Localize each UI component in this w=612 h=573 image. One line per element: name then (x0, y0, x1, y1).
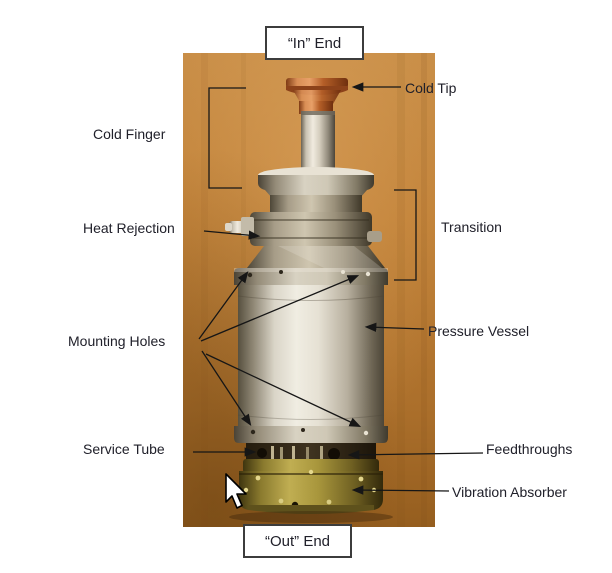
transition-part (225, 195, 385, 268)
label-vibration-absorber: Vibration Absorber (452, 484, 567, 500)
out-end-box: “Out” End (243, 524, 352, 558)
in-end-box: “In” End (265, 26, 364, 60)
device-photo (183, 53, 435, 527)
mid-flange (258, 167, 374, 198)
label-mounting-holes: Mounting Holes (68, 333, 166, 349)
pv-bottom-flange (234, 426, 388, 443)
pressure-vessel-part (237, 285, 385, 426)
label-heat-rejection: Heat Rejection (83, 220, 175, 236)
cold-finger-part (301, 111, 335, 171)
label-feedthroughs: Feedthroughs (486, 441, 573, 457)
label-service-tube: Service Tube (83, 441, 165, 457)
in-end-label: “In” End (287, 34, 342, 52)
vibration-absorber-part (239, 459, 383, 514)
label-cold-finger: Cold Finger (93, 126, 166, 142)
label-transition: Transition (441, 219, 502, 235)
out-end-label: “Out” End (264, 532, 331, 550)
cold-tip-part (286, 78, 348, 114)
pv-top-flange (234, 268, 388, 285)
label-pressure-vessel: Pressure Vessel (428, 323, 530, 339)
